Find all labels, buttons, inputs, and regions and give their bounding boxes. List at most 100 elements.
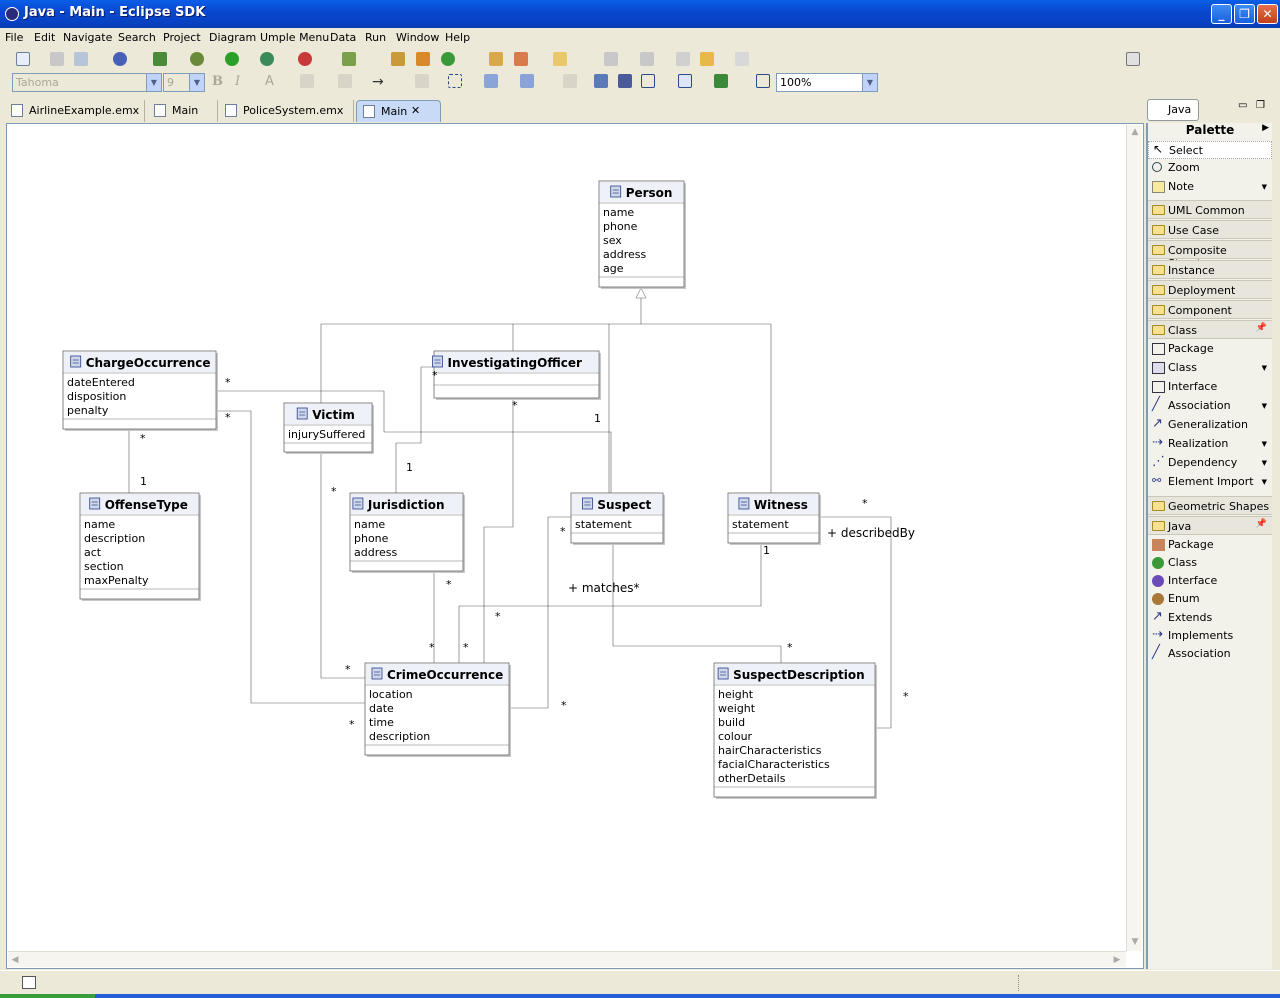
globe-icon[interactable] (113, 52, 129, 68)
italic-icon[interactable]: I (235, 74, 241, 89)
association-line[interactable] (216, 410, 365, 704)
horizontal-scrollbar[interactable]: ◀ ▶ (8, 951, 1126, 967)
maximize-editor-icon[interactable]: ❐ (1256, 100, 1265, 111)
pin-icon[interactable]: 📌 (1255, 519, 1267, 529)
copy-format-icon[interactable] (415, 74, 431, 90)
last-edit-icon[interactable] (676, 52, 692, 68)
menu-help[interactable]: Help (445, 31, 471, 44)
chevron-down-icon[interactable]: ▼ (1261, 402, 1267, 410)
palette-class-association[interactable]: ╱Association▼ (1148, 397, 1272, 415)
palette-class-element-import[interactable]: ⚯Element Import▼ (1148, 473, 1272, 491)
menu-search[interactable]: Search (118, 31, 156, 44)
chevron-down-icon[interactable]: ▼ (1261, 364, 1267, 372)
menu-run[interactable]: Run (365, 31, 387, 44)
scroll-left-icon[interactable]: ◀ (11, 955, 19, 965)
menu-project[interactable]: Project (163, 31, 201, 44)
class-crimeoccurrence[interactable]: CrimeOccurrencelocationdatetimedescripti… (364, 662, 511, 757)
arrow-style-icon[interactable]: → (372, 74, 384, 90)
fill-color-icon[interactable] (300, 74, 316, 90)
association-line[interactable] (395, 366, 434, 493)
association-line[interactable] (612, 543, 782, 663)
open-perspective-icon[interactable] (1126, 52, 1142, 68)
drawer-java[interactable]: Java📌 (1148, 516, 1272, 535)
menu-navigate[interactable]: Navigate (63, 31, 113, 44)
forward-icon[interactable] (735, 52, 751, 68)
menu-file[interactable]: File (5, 31, 24, 44)
palette-class-realization[interactable]: ⇢Realization▼ (1148, 435, 1272, 453)
association-line[interactable] (641, 323, 772, 493)
bold-icon[interactable]: B (212, 74, 223, 89)
palette-collapse-icon[interactable]: ▶ (1262, 123, 1269, 133)
palette-tool-zoom[interactable]: Zoom (1148, 159, 1272, 177)
debug-icon[interactable] (190, 52, 206, 68)
pin-icon[interactable]: 📌 (1255, 323, 1267, 333)
print-icon[interactable] (74, 52, 90, 68)
palette-java-class[interactable]: Class (1148, 554, 1272, 572)
palette-java-enum[interactable]: Enum (1148, 590, 1272, 608)
font-name-combo[interactable]: Tahoma▼ (12, 73, 162, 92)
chevron-down-icon[interactable]: ▼ (1261, 459, 1267, 467)
compartment-icon[interactable] (641, 74, 657, 90)
back-icon[interactable] (700, 52, 716, 68)
filter-icon[interactable] (678, 74, 694, 90)
close-button[interactable]: ✕ (1257, 4, 1278, 24)
route-icon[interactable] (594, 74, 610, 90)
zoom-fit-icon[interactable] (756, 74, 772, 90)
delete-icon[interactable] (618, 74, 634, 90)
chevron-down-icon[interactable]: ▼ (1261, 440, 1267, 448)
diagram-canvas[interactable]: PersonnamephonesexaddressageChargeOccurr… (7, 124, 1125, 950)
fast-view-icon[interactable] (22, 976, 36, 989)
font-color-icon[interactable]: A (265, 74, 274, 89)
minimize-editor-icon[interactable]: ▭ (1238, 100, 1248, 111)
zoom-combo[interactable]: 100%▼ (776, 73, 878, 92)
association-line[interactable] (216, 390, 612, 493)
new-package-icon[interactable] (391, 52, 407, 68)
tab-main-1[interactable]: Main (148, 100, 218, 122)
new-class-icon[interactable] (416, 52, 432, 68)
drawer-deployment[interactable]: Deployment (1148, 280, 1272, 299)
menu-umple[interactable]: Umple Menu (260, 31, 330, 44)
menu-diagram[interactable]: Diagram (209, 31, 257, 44)
next-annotation-icon[interactable] (604, 52, 620, 68)
search-icon[interactable] (553, 52, 569, 68)
properties-icon[interactable] (714, 74, 730, 90)
palette-java-package[interactable]: Package (1148, 536, 1272, 554)
palette-java-extends[interactable]: ↗Extends (1148, 609, 1272, 627)
menu-data[interactable]: Data (330, 31, 357, 44)
association-line[interactable] (483, 398, 514, 663)
align-icon[interactable] (520, 74, 536, 90)
restore-button[interactable]: ❐ (1234, 4, 1255, 24)
drawer-instance[interactable]: Instance (1148, 260, 1272, 279)
class-chargeoccurrence[interactable]: ChargeOccurrencedateEntereddispositionpe… (62, 350, 218, 431)
java-perspective-button[interactable]: Java (1147, 99, 1199, 121)
palette-java-implements[interactable]: ⇢Implements (1148, 627, 1272, 645)
association-line[interactable] (819, 516, 892, 729)
association-line[interactable] (509, 517, 549, 709)
chevron-down-icon[interactable]: ▼ (1261, 183, 1267, 191)
save-icon[interactable] (50, 52, 66, 68)
palette-class-generalization[interactable]: ↗Generalization (1148, 416, 1272, 434)
palette-tool-select[interactable]: ↖Select (1148, 141, 1272, 159)
palette-class-interface[interactable]: Interface (1148, 378, 1272, 396)
association-line[interactable] (320, 297, 642, 403)
association-line[interactable] (458, 543, 762, 663)
prev-annotation-icon[interactable] (640, 52, 656, 68)
palette-class-class[interactable]: Class▼ (1148, 359, 1272, 377)
palette-class-dependency[interactable]: ⋰Dependency▼ (1148, 454, 1272, 472)
tab-main-active[interactable]: Main✕ (356, 100, 441, 122)
drawer-component[interactable]: Component (1148, 300, 1272, 319)
menu-window[interactable]: Window (396, 31, 440, 44)
palette-class-package[interactable]: Package (1148, 340, 1272, 358)
class-investigatingofficer[interactable]: InvestigatingOfficer (432, 350, 602, 400)
coverage-icon[interactable] (298, 52, 314, 68)
line-color-icon[interactable] (338, 74, 354, 90)
palette-java-interface[interactable]: Interface (1148, 572, 1272, 590)
select-all-icon[interactable] (448, 74, 464, 90)
class-offensetype[interactable]: OffenseTypenamedescriptionactsectionmaxP… (79, 492, 201, 601)
open-type-icon[interactable] (489, 52, 505, 68)
